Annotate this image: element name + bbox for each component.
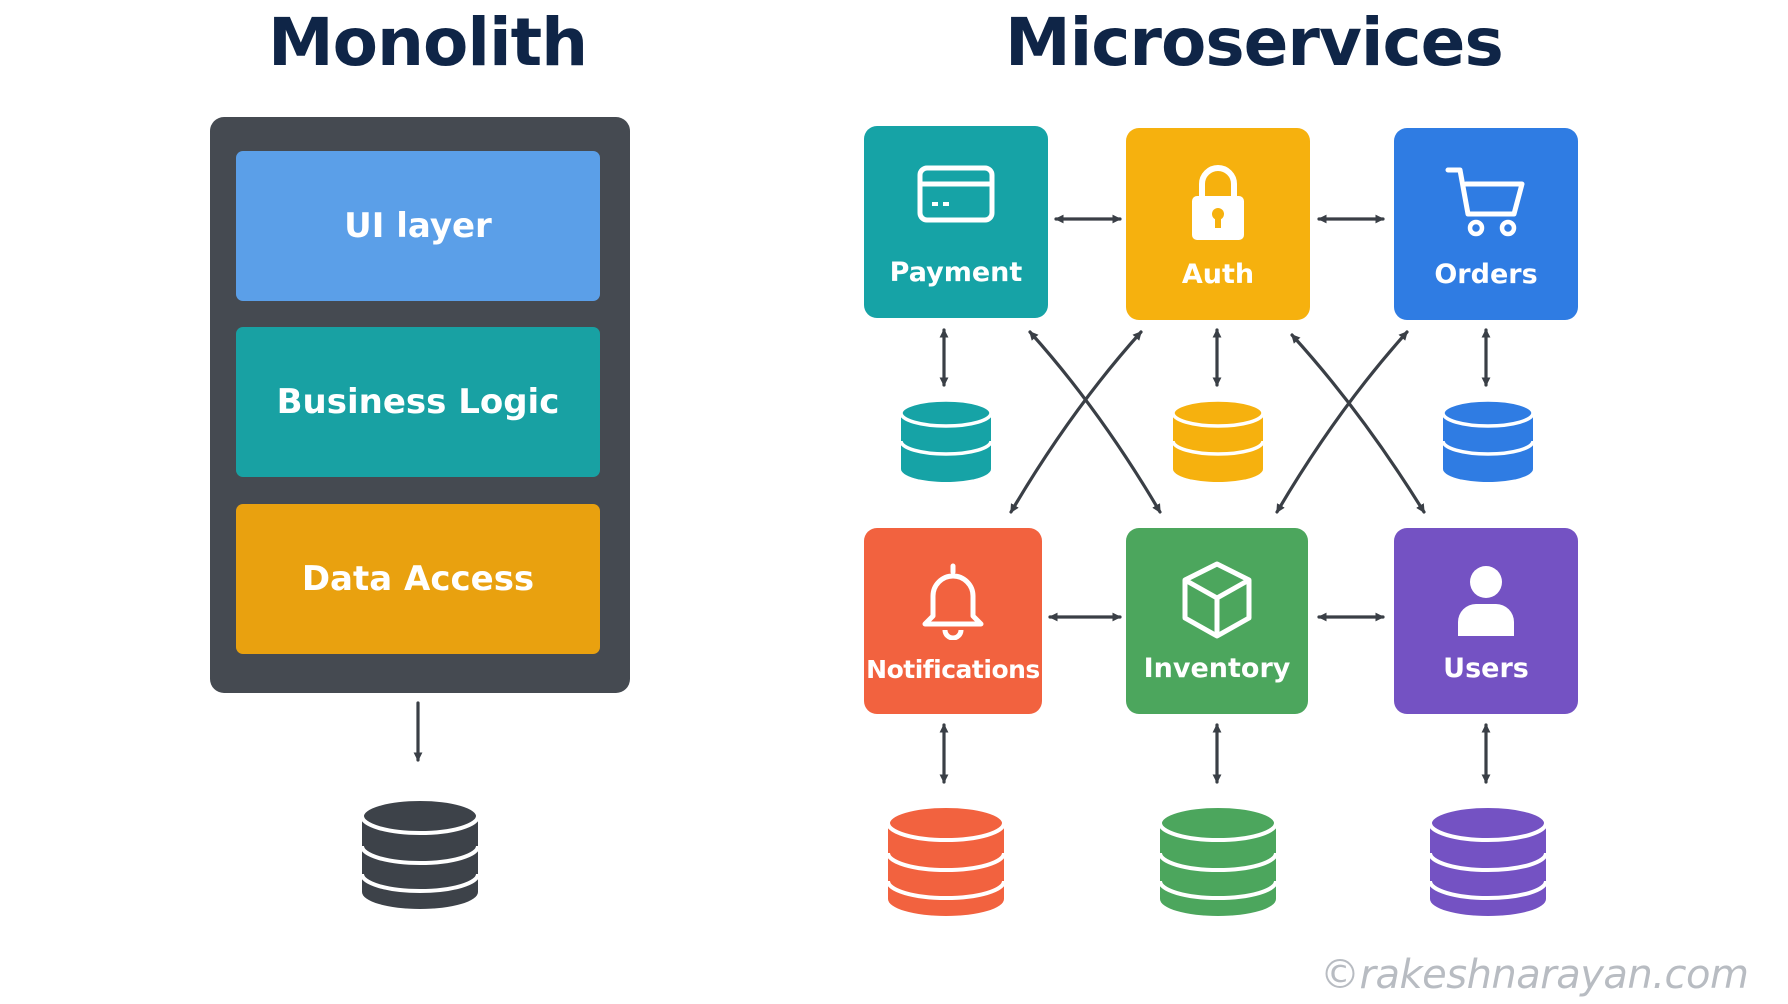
- monolith-database-icon: [360, 797, 480, 911]
- service-label-notifications: Notifications: [866, 655, 1040, 684]
- service-payment: Payment: [864, 126, 1048, 318]
- payment-database-icon: [899, 398, 993, 484]
- arrow-orders-inventory: [1275, 330, 1409, 514]
- orders-database-icon: [1441, 398, 1535, 484]
- shopping-cart-icon: [1394, 164, 1578, 244]
- arrow-auth-users: [1290, 333, 1426, 514]
- data-access-block: Data Access: [236, 504, 600, 654]
- service-notifications: Notifications: [864, 528, 1042, 714]
- arrow-payment-inventory: [1028, 330, 1162, 514]
- user-icon: [1394, 560, 1578, 640]
- package-box-icon: [1126, 558, 1308, 639]
- service-inventory: Inventory: [1126, 528, 1308, 714]
- microservices-title: Microservices: [1005, 4, 1504, 81]
- inventory-database-icon: [1158, 804, 1278, 918]
- service-label-auth: Auth: [1181, 259, 1255, 290]
- business-logic-block: Business Logic: [236, 327, 600, 477]
- notifications-database-icon: [886, 804, 1006, 918]
- service-orders: Orders: [1394, 128, 1578, 320]
- service-label-inventory: Inventory: [1143, 653, 1291, 684]
- service-label-users: Users: [1443, 653, 1529, 684]
- service-label-orders: Orders: [1434, 259, 1538, 290]
- service-auth: Auth: [1126, 128, 1310, 320]
- lock-icon: [1126, 160, 1310, 240]
- users-database-icon: [1428, 804, 1548, 918]
- copyright-watermark: ©rakeshnarayan.com: [1320, 952, 1749, 998]
- monolith-container: UI layer Business Logic Data Access: [210, 117, 630, 693]
- monolith-title: Monolith: [268, 4, 588, 81]
- bell-icon: [864, 560, 1042, 640]
- credit-card-icon: [864, 162, 1048, 242]
- auth-database-icon: [1171, 398, 1265, 484]
- ui-layer-block: UI layer: [236, 151, 600, 301]
- arrow-auth-notifications: [1009, 330, 1143, 514]
- service-users: Users: [1394, 528, 1578, 714]
- service-label-payment: Payment: [889, 257, 1023, 288]
